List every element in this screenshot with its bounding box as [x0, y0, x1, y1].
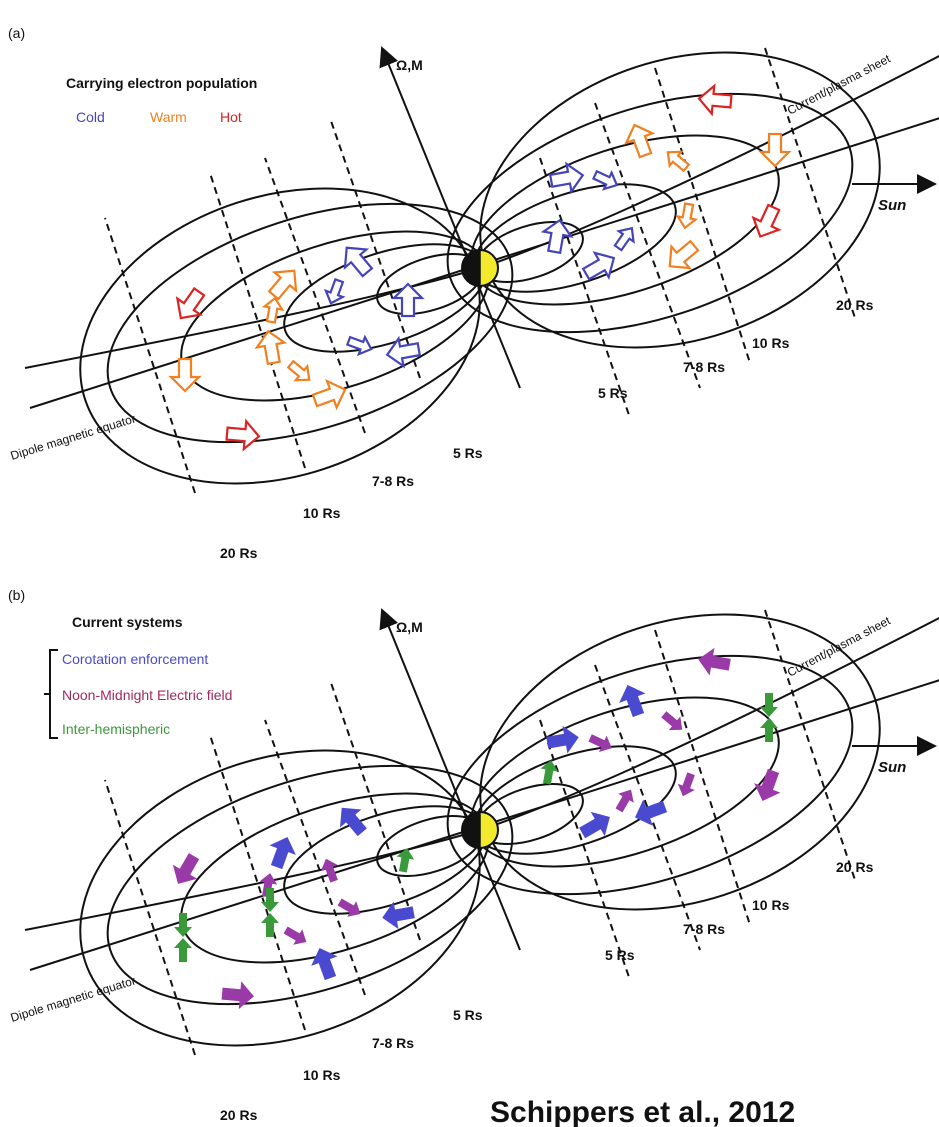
panel-b-day-5rs: 5 Rs: [605, 947, 635, 963]
panel-a-day-78rs: 7-8 Rs: [683, 359, 725, 375]
cold-arrow: [392, 282, 424, 318]
panel-a-night-20rs: 20 Rs: [220, 545, 258, 561]
cold-arrow: [609, 221, 641, 255]
panel-a-night-5rs: 5 Rs: [453, 445, 483, 461]
panel-b-day-20rs: 20 Rs: [836, 859, 874, 875]
panel-a-sun-label: Sun: [878, 197, 906, 214]
corotation-arrow: [306, 943, 344, 983]
inter-hemispheric-arrow: [394, 846, 416, 874]
panel-b-sun-arrow: Sun: [852, 736, 937, 776]
inter-hemispheric-arrow: [174, 913, 192, 937]
panel-b-tag: (b): [8, 587, 25, 603]
panel-b-spin-label: Ω,M: [396, 619, 423, 635]
warm-arrow: [660, 144, 694, 176]
legend-corotation: Corotation enforcement: [62, 651, 208, 667]
noon-midnight-arrow: [220, 979, 256, 1011]
panel-a-legend-title: Carrying electron population: [66, 75, 257, 91]
warm-arrow: [261, 260, 307, 306]
inter-hemispheric-arrow: [261, 913, 279, 937]
hot-arrow: [168, 282, 212, 328]
noon-midnight-arrow: [749, 766, 787, 806]
noon-midnight-arrow: [165, 849, 207, 891]
warm-arrow: [674, 201, 700, 231]
legend-cold: Cold: [76, 109, 105, 125]
warm-arrow: [283, 356, 317, 388]
panel-a: (a) Carrying electron population Cold Wa…: [8, 4, 939, 561]
corotation-arrow: [544, 723, 582, 757]
panel-a-night-10rs: 10 Rs: [303, 505, 341, 521]
panel-b-legend-title: Current systems: [72, 614, 183, 630]
noon-midnight-arrow: [658, 707, 688, 737]
cold-arrow: [344, 331, 376, 359]
legend-warm: Warm: [150, 109, 187, 125]
warm-arrow: [309, 375, 351, 415]
panel-a-spin-label: Ω,M: [396, 57, 423, 73]
panel-b-night-10rs: 10 Rs: [303, 1067, 341, 1083]
panel-b-sun-label: Sun: [878, 759, 906, 776]
legend-inter-hemispheric: Inter-hemispheric: [62, 721, 170, 737]
corotation-arrow: [330, 798, 374, 842]
panel-b-day-78rs: 7-8 Rs: [683, 921, 725, 937]
inter-hemispheric-arrow: [538, 758, 560, 786]
hot-arrow: [224, 418, 262, 452]
legend-bracket: [44, 649, 58, 739]
panel-a-day-10rs: 10 Rs: [752, 335, 790, 351]
credit-label: Schippers et al., 2012: [490, 1096, 795, 1127]
cold-arrow: [578, 244, 622, 288]
corotation-arrow: [614, 680, 652, 720]
noon-midnight-arrow: [281, 922, 311, 950]
panel-b-night-78rs: 7-8 Rs: [372, 1035, 414, 1051]
panel-b-night-5rs: 5 Rs: [453, 1007, 483, 1023]
warm-arrow: [759, 132, 791, 168]
panel-a-sun-arrow: Sun: [852, 174, 937, 214]
warm-arrow: [659, 233, 705, 279]
panel-a-day-5rs: 5 Rs: [598, 385, 628, 401]
panel-a-night-78rs: 7-8 Rs: [372, 473, 414, 489]
panel-b-equator-label: Dipole magnetic equator: [9, 973, 137, 1024]
panel-a-equator-label: Dipole magnetic equator: [9, 411, 137, 462]
cold-arrow: [334, 237, 380, 283]
hot-arrow: [696, 83, 734, 117]
corotation-arrow: [263, 832, 301, 872]
noon-midnight-arrow: [335, 894, 365, 922]
legend-noon-midnight: Noon-Midnight Electric field: [62, 687, 232, 703]
cold-arrow: [590, 165, 622, 195]
panel-b: (b) Current systems Corotation enforceme…: [8, 566, 939, 1123]
panel-a-day-20rs: 20 Rs: [836, 297, 874, 313]
panel-a-tag: (a): [8, 25, 25, 41]
hot-arrow: [746, 200, 788, 244]
panel-b-night-20rs: 20 Rs: [220, 1107, 258, 1123]
legend-hot: Hot: [220, 109, 242, 125]
noon-midnight-arrow: [674, 770, 700, 800]
inter-hemispheric-arrow: [174, 938, 192, 962]
panel-b-day-10rs: 10 Rs: [752, 897, 790, 913]
warm-arrow: [169, 357, 201, 393]
noon-midnight-arrow: [611, 785, 639, 815]
noon-midnight-arrow: [586, 729, 616, 757]
noon-midnight-arrow: [695, 645, 733, 679]
